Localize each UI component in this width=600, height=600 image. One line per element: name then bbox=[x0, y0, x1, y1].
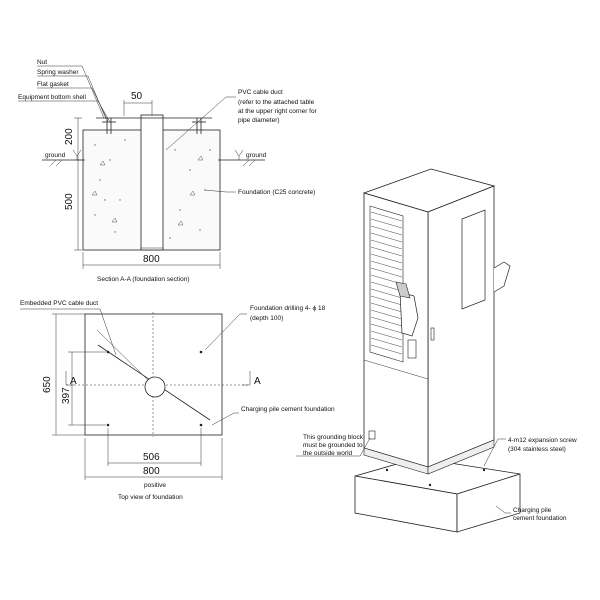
ground-hatch-right bbox=[234, 149, 256, 167]
callout-pile-foundation-1: Charging pile bbox=[513, 507, 552, 514]
callout-equipment-bottom-shell: Equipment bottom shell bbox=[18, 94, 86, 101]
drill-holes bbox=[106, 350, 203, 427]
section-view: Nut Spring washer Flat gasket Equipment … bbox=[18, 59, 318, 283]
top-view: A A Embedded PVC cable duct Foundation d… bbox=[20, 300, 335, 501]
callout-drilling-2: (depth 100) bbox=[250, 315, 283, 322]
callout-pvc-duct-1: PVC cable duct bbox=[238, 89, 283, 96]
ground-label-right: ground bbox=[246, 152, 267, 159]
callout-cement-foundation: Charging pile cement foundation bbox=[241, 406, 335, 413]
connector-holster bbox=[399, 291, 419, 337]
callout-foundation: Foundation (C25 concrete) bbox=[238, 189, 315, 196]
cable-hook bbox=[493, 261, 511, 293]
callout-pvc-duct-3: at the upper right corner for bbox=[238, 108, 318, 115]
anchor-bolt-right bbox=[192, 118, 206, 134]
ground-label-left: ground bbox=[45, 152, 66, 159]
callout-pvc-duct-4: pipe diameter) bbox=[238, 117, 280, 124]
callout-flat-gasket: Flat gasket bbox=[37, 81, 69, 88]
concrete-hatching bbox=[91, 139, 211, 239]
charging-cabinet bbox=[362, 168, 511, 475]
pvc-duct bbox=[140, 114, 164, 251]
callout-pile-foundation-2: cement foundation bbox=[513, 515, 567, 522]
dim-500: 500 bbox=[64, 193, 75, 210]
dim-50: 50 bbox=[131, 91, 143, 102]
callout-embedded-duct: Embedded PVC cable duct bbox=[20, 300, 98, 307]
top-view-caption: Top view of foundation bbox=[118, 494, 183, 501]
concrete-base bbox=[354, 457, 521, 533]
section-mark-right: A bbox=[254, 376, 261, 387]
callout-screw-1: 4-m12 expansion screw bbox=[508, 437, 577, 444]
section-caption: Section A-A (foundation section) bbox=[97, 276, 190, 283]
dim-800-section: 800 bbox=[143, 254, 160, 265]
callout-screw-2: (304 stainless steel) bbox=[508, 446, 566, 453]
section-mark-left: A bbox=[70, 376, 77, 387]
dim-800-top: 800 bbox=[143, 466, 160, 477]
dim-397: 397 bbox=[61, 387, 72, 404]
callout-grounding-1: This grounding block bbox=[303, 434, 364, 441]
callout-drilling-1: Foundation drilling 4- ϕ 18 bbox=[250, 305, 326, 312]
callout-grounding-2: must be grounded to bbox=[303, 442, 363, 449]
pile-view: This grounding block must be grounded to… bbox=[296, 168, 577, 533]
louver-vents bbox=[370, 211, 403, 355]
callout-spring-washer: Spring washer bbox=[37, 69, 79, 76]
anchor-bolt-left bbox=[102, 118, 116, 134]
ground-hatch-left bbox=[49, 149, 82, 167]
callout-nut: Nut bbox=[37, 59, 47, 66]
dim-650: 650 bbox=[42, 376, 53, 393]
dim-200: 200 bbox=[64, 128, 75, 145]
callout-pvc-duct-2: (refer to the attached table bbox=[238, 99, 315, 106]
grounding-block bbox=[368, 430, 376, 440]
pvc-duct-circle bbox=[144, 376, 166, 398]
callout-grounding-3: the outside world bbox=[303, 450, 353, 457]
top-view-outline bbox=[84, 313, 223, 436]
dim-506: 506 bbox=[143, 452, 160, 463]
positive-label: positive bbox=[144, 482, 166, 489]
